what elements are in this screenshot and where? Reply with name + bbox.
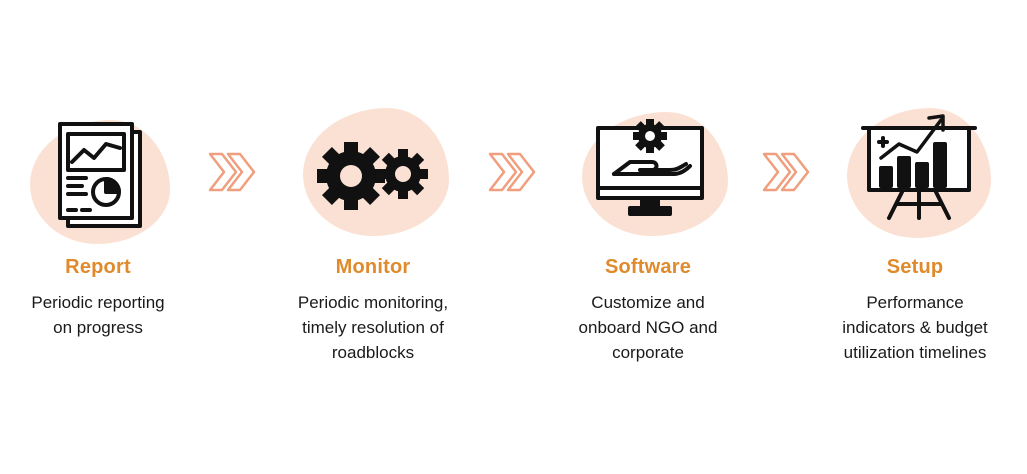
description-line: Customize and [591, 293, 705, 312]
description-line: Performance [866, 293, 964, 312]
step-title: Monitor [335, 256, 411, 278]
double-chevron-right-icon [486, 150, 540, 194]
step-title: Setup [886, 256, 944, 278]
step-title: Software [604, 256, 692, 278]
description-line: utilization timelines [843, 343, 987, 362]
presentation-board-chart-icon [859, 106, 979, 226]
gears-icon [313, 116, 433, 236]
description-line: Periodic monitoring, [297, 293, 449, 312]
step-title: Report [65, 256, 131, 278]
description-line: onboard NGO and [578, 318, 718, 337]
description-line: on progress [53, 318, 143, 337]
description-line: corporate [612, 343, 684, 362]
step-description: Customize and onboard NGO and corporate [528, 290, 768, 365]
description-line: Periodic reporting [31, 293, 165, 312]
description-line: roadblocks [331, 343, 415, 362]
double-chevron-right-icon [206, 150, 260, 194]
double-chevron-right-icon [760, 150, 814, 194]
step-description: Performance indicators & budget utilizat… [795, 290, 1027, 365]
step-software: Software Customize and onboard NGO and c… [528, 0, 768, 474]
monitor-gear-hand-icon [590, 108, 710, 228]
description-line: indicators & budget [842, 318, 988, 337]
step-monitor: Monitor Periodic monitoring, timely reso… [253, 0, 493, 474]
description-line: timely resolution of [302, 318, 444, 337]
step-setup: Setup Performance indicators & budget ut… [795, 0, 1027, 474]
step-report: Report Periodic reporting on progress [0, 0, 218, 474]
step-description: Periodic monitoring, timely resolution o… [253, 290, 493, 365]
step-description: Periodic reporting on progress [0, 290, 218, 340]
report-document-icon [40, 118, 160, 238]
